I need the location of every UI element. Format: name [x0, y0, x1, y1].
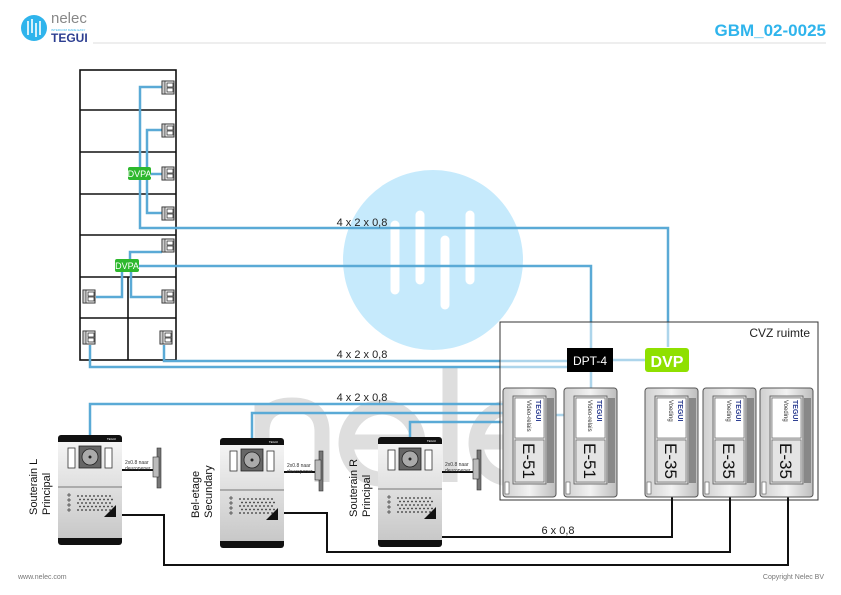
brand-logo[interactable]: nelec INTERCOM MADE EASY TEGUI	[21, 10, 88, 45]
panel-role: Principal	[361, 475, 373, 517]
svg-text:DVPA: DVPA	[128, 169, 152, 179]
panel-brand: TEGUI	[107, 437, 116, 441]
module-code: E-51	[580, 443, 599, 479]
brand-nelec: nelec	[51, 10, 87, 27]
handset-icon	[161, 206, 175, 221]
door-opener-label: deuropener	[125, 466, 151, 472]
panel-brand: TEGUI	[269, 440, 278, 444]
module-brand: TEGUI	[676, 400, 683, 421]
cable-label: 4 x 2 x 0,8	[337, 392, 388, 404]
door-opener-label: deuropener	[445, 468, 471, 474]
cable-label: 4 x 2 x 0,8	[337, 217, 388, 229]
door-opener-icon	[314, 450, 324, 492]
power-wiring	[122, 469, 789, 566]
door-opener-label: 2x0.8 naar	[125, 460, 149, 466]
svg-text:DVP: DVP	[651, 354, 684, 371]
handset-icon	[82, 289, 96, 304]
dpt-4-distributor: DPT-4	[567, 348, 613, 372]
module-code: E-35	[661, 443, 680, 479]
door-opener-label: deuropener	[287, 469, 313, 475]
door-opener-label: 2x0.8 naar	[445, 462, 469, 468]
module-type: Video-relais	[525, 400, 531, 432]
cable-label: 6 x 0,8	[541, 525, 574, 537]
handset-icon	[161, 80, 175, 95]
handset-icon	[161, 123, 175, 138]
dvp-unit: DVP	[645, 348, 689, 372]
building	[79, 69, 177, 361]
panel-location: Souterain R	[348, 459, 360, 517]
logo-mark-icon	[21, 15, 47, 41]
door-opener-icon	[472, 449, 482, 491]
module-type: Voeding	[782, 400, 788, 422]
module-code: E-51	[519, 443, 538, 479]
brand-tegui: TEGUI	[51, 31, 88, 45]
document-code: GBM_02-0025	[714, 21, 826, 40]
brand-tagline: INTERCOM MADE EASY	[51, 28, 85, 32]
svg-text:DPT-4: DPT-4	[573, 354, 607, 368]
module-code: E-35	[776, 443, 795, 479]
footer-copyright: Copyright Nelec BV	[763, 574, 824, 581]
cvz-title: CVZ ruimte	[749, 326, 810, 340]
module-brand: TEGUI	[791, 400, 798, 421]
panel-role: Principal	[41, 473, 53, 515]
panel-role: Secundary	[203, 465, 215, 518]
handset-icon	[82, 330, 96, 345]
module-type: Voeding	[725, 400, 731, 422]
panel-location: Bel-etage	[190, 471, 202, 518]
handset-icon	[161, 289, 175, 304]
door-opener-label: 2x0.8 naar	[287, 463, 311, 469]
panel-brand: TEGUI	[427, 439, 436, 443]
cable-label: 4 x 2 x 0,8	[337, 349, 388, 361]
module-brand: TEGUI	[595, 400, 602, 421]
handset-icon	[161, 238, 175, 253]
panel-location: Souterain L	[28, 459, 40, 515]
module-code: E-35	[719, 443, 738, 479]
svg-text:DVPA: DVPA	[115, 261, 139, 271]
module-type: Video-relais	[586, 400, 592, 432]
handset-icon	[159, 330, 173, 345]
dvpa-amplifier: DVPA	[128, 167, 152, 180]
door-opener-icon	[152, 447, 162, 489]
module-brand: TEGUI	[534, 400, 541, 421]
handset-icon	[161, 166, 175, 181]
module-type: Voeding	[667, 400, 673, 422]
footer-website[interactable]: www.nelec.com	[17, 574, 67, 581]
module-brand: TEGUI	[734, 400, 741, 421]
dvpa-amplifier: DVPA	[115, 259, 139, 272]
